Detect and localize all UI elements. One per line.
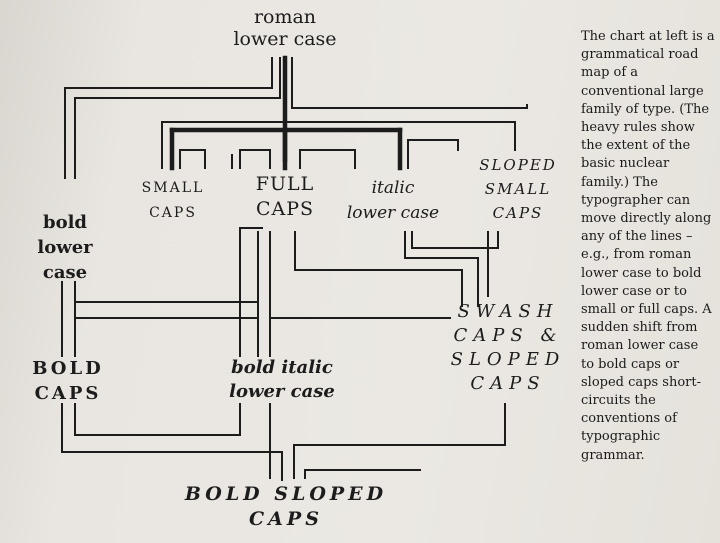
node-line: lower case (229, 381, 335, 403)
node-small-caps: SMALL CAPS (142, 176, 205, 225)
node-swash-caps-sloped-caps: SWASH CAPS & SLOPED CAPS (451, 300, 566, 396)
node-line: SMALL (141, 180, 205, 196)
heavy-rules (169, 55, 403, 171)
node-full-caps: FULL CAPS (256, 172, 314, 222)
node-line: bold italic (231, 357, 333, 378)
node-line: CAPS (255, 198, 315, 221)
node-roman-lower-case: roman lower case (233, 6, 336, 51)
node-bold-caps: BOLD CAPS (32, 356, 104, 406)
node-line: italic (371, 178, 415, 198)
node-line: SLOPED (450, 348, 566, 370)
node-sloped-small-caps: SLOPED SMALL CAPS (479, 153, 557, 225)
node-line: CAPS & (453, 324, 563, 346)
node-line: roman (253, 6, 317, 28)
node-bold-lower-case: bold lower case (37, 210, 92, 286)
node-line: CAPS (249, 507, 323, 530)
node-line: CAPS (149, 204, 197, 221)
node-line: case (42, 262, 88, 284)
node-line: CAPS (492, 204, 544, 222)
node-line: SWASH (457, 301, 559, 322)
node-line: lower case (346, 202, 440, 223)
node-line: bold (42, 212, 87, 233)
node-line: CAPS (34, 383, 102, 405)
node-line: lower case (233, 28, 337, 51)
light-rules (61, 57, 528, 481)
node-line: BOLD (32, 358, 104, 379)
node-line: BOLD SLOPED (184, 483, 388, 505)
node-line: SMALL (484, 180, 552, 198)
node-line: SLOPED (479, 156, 557, 174)
node-line: FULL (255, 173, 315, 195)
node-line: lower (37, 237, 93, 259)
node-line: CAPS (470, 372, 546, 394)
node-bold-sloped-caps: BOLD SLOPED CAPS (185, 482, 387, 531)
node-italic-lower-case: italic lower case (347, 176, 439, 225)
node-bold-italic-lower-case: bold italic lower case (229, 356, 335, 405)
figure-caption: The chart at left is a grammatical road … (581, 29, 715, 463)
